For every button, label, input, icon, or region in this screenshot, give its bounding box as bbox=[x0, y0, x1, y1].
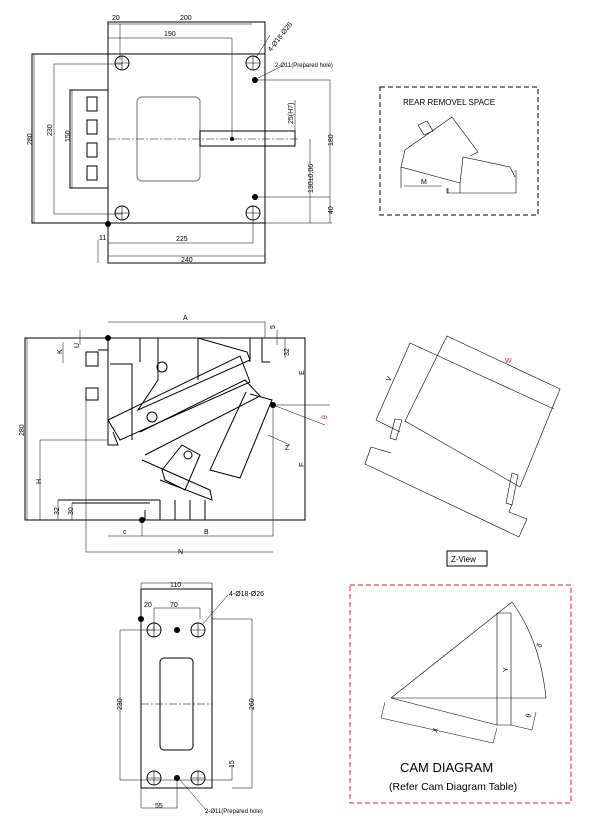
label-k: K bbox=[57, 349, 64, 354]
dim-200: 200 bbox=[180, 15, 192, 22]
label-u: U bbox=[74, 343, 81, 348]
label-e: E bbox=[299, 370, 306, 375]
top-view: 20 200 190 4-Ø18-Ø26 2-Ø11(Prepared hole… bbox=[27, 15, 335, 264]
dim-110: 110 bbox=[170, 582, 181, 589]
x-label: X bbox=[432, 727, 440, 733]
shaft bbox=[199, 130, 296, 147]
delta-label: δ bbox=[536, 643, 544, 649]
dim-40: 40 bbox=[328, 206, 335, 214]
cam-diagram-subtitle: (Refer Cam Diagram Table) bbox=[389, 781, 517, 793]
dim-20: 20 bbox=[112, 15, 120, 22]
rear-removal-title: REAR REMOVEL SPACE bbox=[403, 98, 495, 107]
dim-180: 180 bbox=[328, 134, 335, 146]
rear-removal-space: REAR REMOVEL SPACE M bbox=[379, 86, 539, 216]
dim-15: 15 bbox=[229, 760, 236, 768]
z-view: W V Z-View bbox=[364, 335, 561, 567]
label-a: A bbox=[183, 315, 188, 322]
dim-240: 240 bbox=[181, 257, 193, 264]
label-c: c bbox=[123, 529, 127, 536]
dim-55: 55 bbox=[155, 803, 163, 810]
hole-note: 4-Ø18-Ø26 bbox=[267, 21, 294, 53]
label-32: 32 bbox=[54, 507, 61, 515]
dim-260: 260 bbox=[249, 698, 256, 710]
prepared-hole-note: 2-Ø11(Prepared hole) bbox=[275, 63, 333, 69]
cam-diagram-title: CAM DIAGRAM bbox=[400, 760, 493, 775]
w-label: W bbox=[505, 358, 512, 365]
v-label: V bbox=[385, 375, 393, 382]
dim-130: 130±0.06 bbox=[308, 164, 315, 193]
label-32-top: 32 bbox=[284, 348, 291, 356]
label-b: B bbox=[204, 529, 209, 536]
side-view: A 5 32 U K E F θ Z 280 H 32 30 c B N bbox=[19, 315, 330, 556]
label-f: F bbox=[299, 463, 306, 467]
label-theta: θ bbox=[322, 415, 329, 419]
theta-label: θ bbox=[525, 713, 533, 719]
hole-note: 4-Ø18-Ø26 bbox=[229, 591, 264, 598]
label-280: 280 bbox=[19, 424, 26, 436]
dim-225: 225 bbox=[176, 236, 188, 243]
dim-70: 70 bbox=[170, 602, 178, 609]
dim-190: 190 bbox=[164, 31, 176, 38]
y-label: Y bbox=[503, 667, 510, 672]
dim-25h7: 25(H7) bbox=[288, 103, 295, 124]
dim-230: 230 bbox=[47, 124, 54, 136]
dim-280: 280 bbox=[27, 133, 34, 145]
z-view-label: Z-View bbox=[451, 555, 476, 564]
label-5: 5 bbox=[270, 325, 277, 329]
inner-plate bbox=[107, 21, 266, 264]
label-z: Z bbox=[285, 445, 290, 452]
dim-20: 20 bbox=[144, 602, 152, 609]
dim-150: 150 bbox=[65, 130, 72, 142]
dim-11: 11 bbox=[99, 235, 106, 242]
label-30: 30 bbox=[68, 507, 75, 515]
cam-diagram: Y X θ δ CAM DIAGRAM (Refer Cam Diagram T… bbox=[349, 584, 572, 804]
m-label: M bbox=[421, 179, 427, 186]
mounting-hole-icon bbox=[114, 55, 261, 221]
label-h: H bbox=[36, 479, 43, 484]
bottom-view: 110 20 70 4-Ø18-Ø26 230 260 15 55 2-Ø11(… bbox=[117, 582, 264, 815]
dim-230: 230 bbox=[117, 698, 124, 710]
label-n: N bbox=[178, 549, 183, 556]
prepared-hole-note: 2-Ø11(Prepared hole) bbox=[205, 809, 263, 815]
